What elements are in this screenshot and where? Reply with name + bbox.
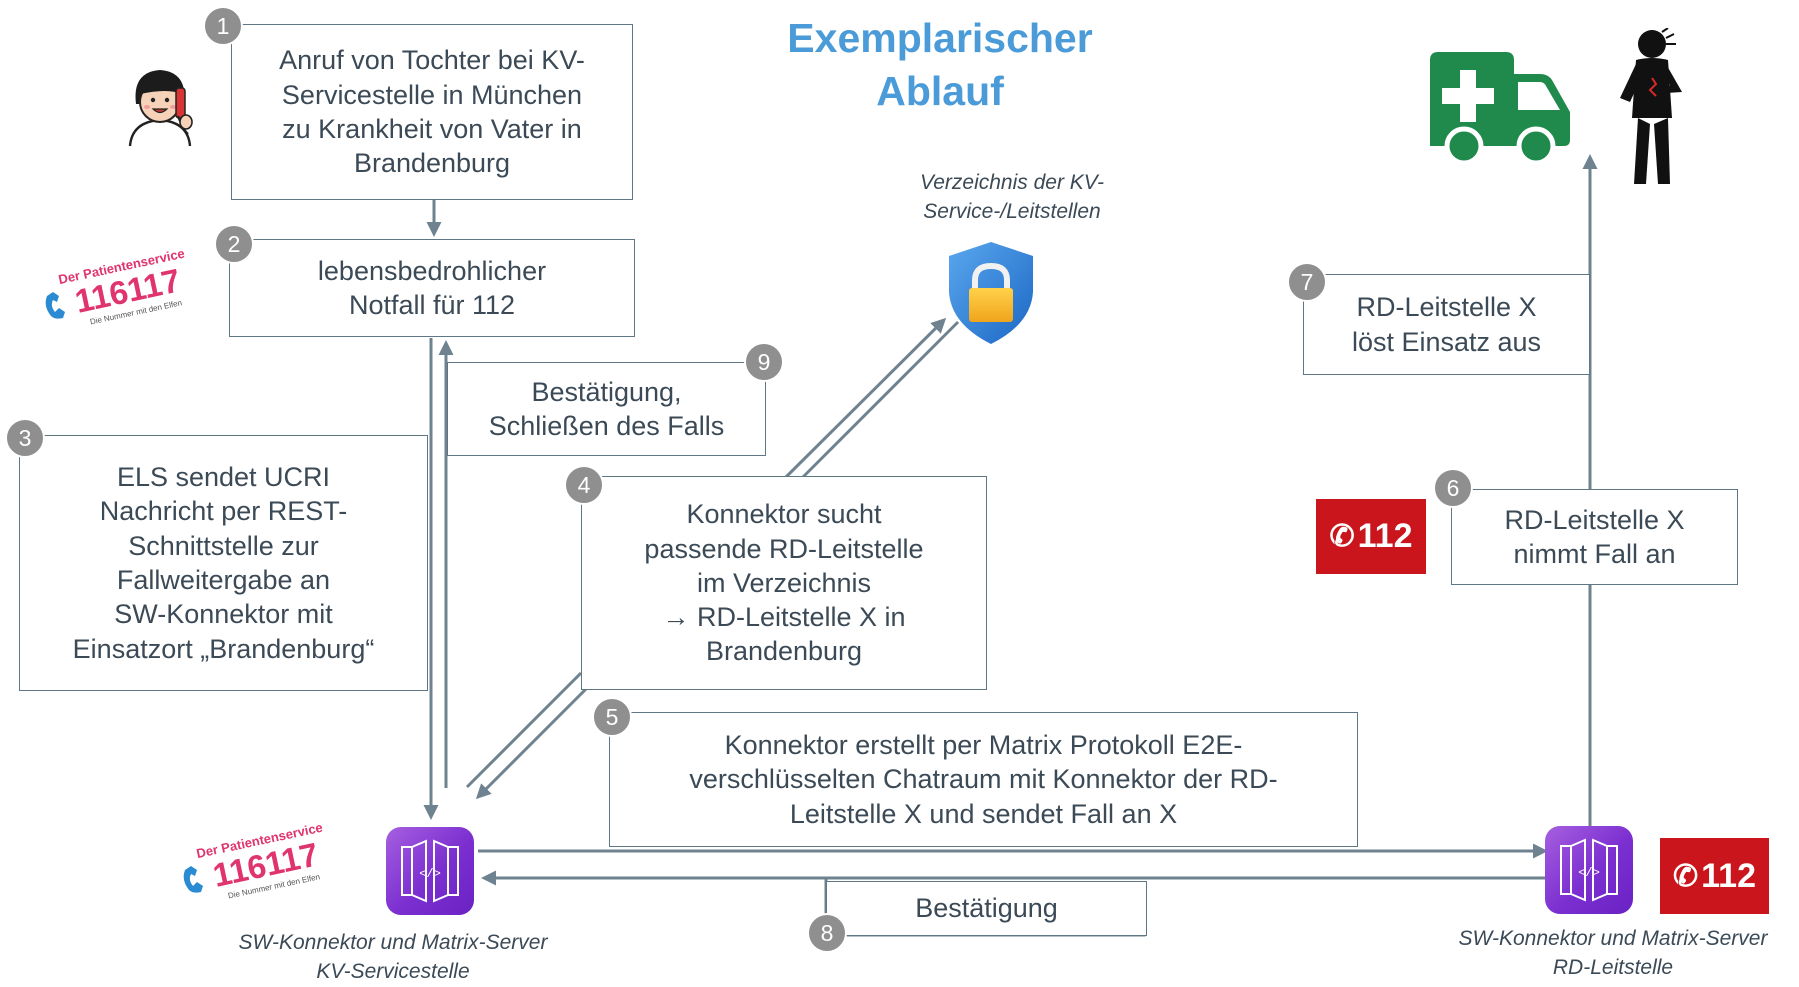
step-badge-4: 4 xyxy=(564,465,604,505)
step-box-6: RD-Leitstelle X nimmt Fall an xyxy=(1451,489,1738,585)
step-badge-3: 3 xyxy=(5,418,45,458)
logo-116117-top: Der Patientenservice 116117 Die Nummer m… xyxy=(45,246,186,326)
step-box-2: lebensbedrohlicher Notfall für 112 xyxy=(229,239,635,337)
connector-door-icon: </> xyxy=(1560,838,1618,902)
step-box-4: Konnektor sucht passende RD-Leitstelle i… xyxy=(581,476,987,690)
logo-116117-bottom: Der Patientenservice 116117 Die Nummer m… xyxy=(183,820,324,900)
step-box-1: Anruf von Tochter bei KV- Servicestelle … xyxy=(231,24,633,200)
connector-icon-rd: </> xyxy=(1545,826,1633,914)
svg-text:</>: </> xyxy=(1578,866,1600,880)
logo-112-mid: ✆112 xyxy=(1316,499,1426,574)
svg-text:</>: </> xyxy=(419,867,441,881)
phone-icon: ✆ xyxy=(1329,520,1355,553)
arrow-directory-line-a xyxy=(465,671,583,789)
connector-left-caption: SW-Konnektor und Matrix-Server KV-Servic… xyxy=(238,931,548,984)
phone-icon xyxy=(45,292,65,319)
logo-112-bottom: ✆112 xyxy=(1660,838,1769,914)
step-badge-8: 8 xyxy=(807,913,847,953)
step-badge-2: 2 xyxy=(214,224,254,264)
diagram-title: Exemplarischer Ablauf xyxy=(787,15,1093,115)
connector-right-caption: SW-Konnektor und Matrix-Server RD-Leitst… xyxy=(1458,927,1768,980)
shield-lock-icon xyxy=(949,242,1033,344)
step-badge-1: 1 xyxy=(203,6,243,46)
connector-icon-kv: </> xyxy=(386,827,474,915)
logo-112-mid-text: 112 xyxy=(1357,517,1413,555)
step-box-8: Bestätigung xyxy=(826,881,1147,936)
phone-icon xyxy=(183,866,203,893)
patient-icon xyxy=(1620,28,1682,184)
phone-icon: ✆ xyxy=(1673,859,1699,893)
arrow-directory-query xyxy=(784,317,947,479)
step-box-9: Bestätigung, Schließen des Falls xyxy=(447,362,766,456)
step-badge-9: 9 xyxy=(744,342,784,382)
step-box-3: ELS sendet UCRI Nachricht per REST- Schn… xyxy=(19,435,428,691)
step-badge-5: 5 xyxy=(592,697,632,737)
caller-icon xyxy=(128,70,193,147)
ambulance-icon xyxy=(1430,52,1570,166)
step-box-5: Konnektor erstellt per Matrix Protokoll … xyxy=(609,712,1358,847)
directory-caption: Verzeichnis der KV- Service-/Leitstellen xyxy=(919,171,1105,224)
connector-door-icon: </> xyxy=(401,839,459,903)
arrow-directory-line-b xyxy=(801,320,960,479)
arrow-directory-result xyxy=(475,683,592,800)
step-badge-7: 7 xyxy=(1287,262,1327,302)
step-box-7: RD-Leitstelle X löst Einsatz aus xyxy=(1303,274,1590,375)
step-badge-6: 6 xyxy=(1433,468,1473,508)
logo-112-bottom-text: 112 xyxy=(1701,856,1756,895)
